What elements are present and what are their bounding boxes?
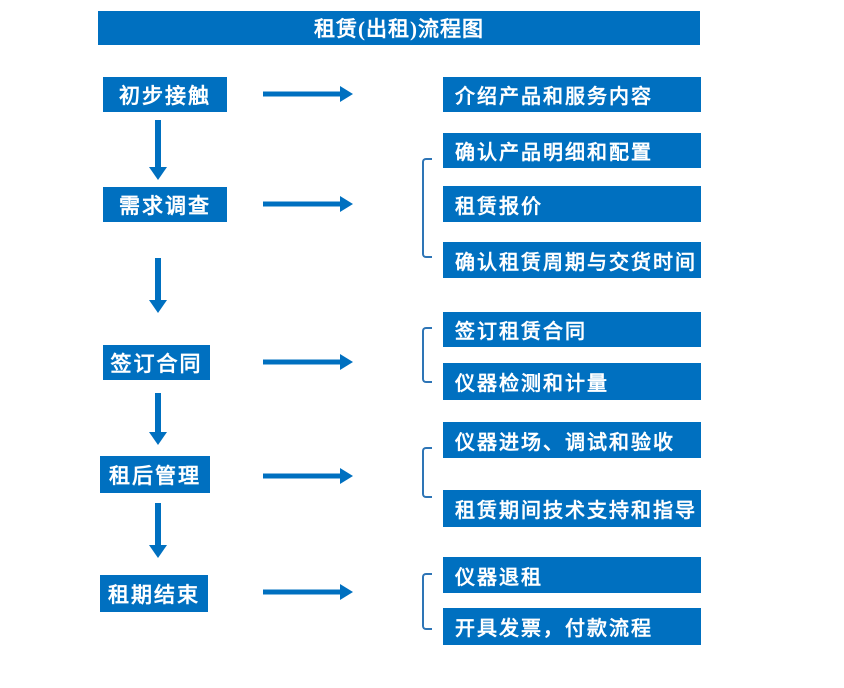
bracket-post-rental-group [422,447,432,498]
step-box-post-rental-management: 租后管理 [100,456,210,493]
step-box-initial-contact: 初步接触 [103,77,227,112]
arrow-down-1 [148,120,168,180]
detail-box-confirm-product-details: 确认产品明细和配置 [443,133,701,168]
detail-box-confirm-rental-period: 确认租赁周期与交货时间 [443,242,701,278]
arrow-shaft [155,258,161,301]
detail-box-introduce-products: 介绍产品和服务内容 [443,77,701,112]
step-box-sign-contract: 签订合同 [103,345,210,380]
step-box-demand-survey: 需求调查 [103,187,227,222]
arrow-head-icon [340,86,353,102]
arrow-shaft [155,120,161,168]
arrow-head-icon [340,196,353,212]
arrow-shaft [155,393,161,433]
arrow-down-2 [148,258,168,313]
flowchart-title: 租赁(出租)流程图 [98,11,700,45]
arrow-shaft [263,473,341,479]
arrow-head-icon [340,354,353,370]
arrow-right-2 [263,196,353,212]
arrow-right-1 [263,86,353,102]
arrow-shaft [263,91,341,97]
arrow-shaft [155,503,161,546]
bracket-rental-end-group [422,573,432,630]
detail-box-invoice-payment: 开具发票，付款流程 [443,608,701,645]
arrow-head-icon [149,432,167,445]
arrow-shaft [263,589,341,595]
arrow-head-icon [340,584,353,600]
arrow-down-4 [148,503,168,558]
detail-box-rental-quote: 租赁报价 [443,186,701,222]
detail-box-technical-support: 租赁期间技术支持和指导 [443,490,701,527]
bracket-demand-survey-group [422,158,432,258]
arrow-head-icon [149,300,167,313]
step-box-rental-end: 租期结束 [100,575,208,612]
arrow-head-icon [149,545,167,558]
arrow-head-icon [149,167,167,180]
arrow-down-3 [148,393,168,445]
arrow-right-4 [263,468,353,484]
bracket-sign-contract-group [422,327,432,383]
arrow-right-3 [263,354,353,370]
arrow-right-5 [263,584,353,600]
detail-box-instrument-inspection: 仪器检测和计量 [443,363,701,400]
detail-box-instrument-return: 仪器退租 [443,557,701,593]
arrow-shaft [263,201,341,207]
detail-box-instrument-setup-acceptance: 仪器进场、调试和验收 [443,422,701,458]
arrow-head-icon [340,468,353,484]
detail-box-sign-rental-contract: 签订租赁合同 [443,312,701,347]
arrow-shaft [263,359,341,365]
